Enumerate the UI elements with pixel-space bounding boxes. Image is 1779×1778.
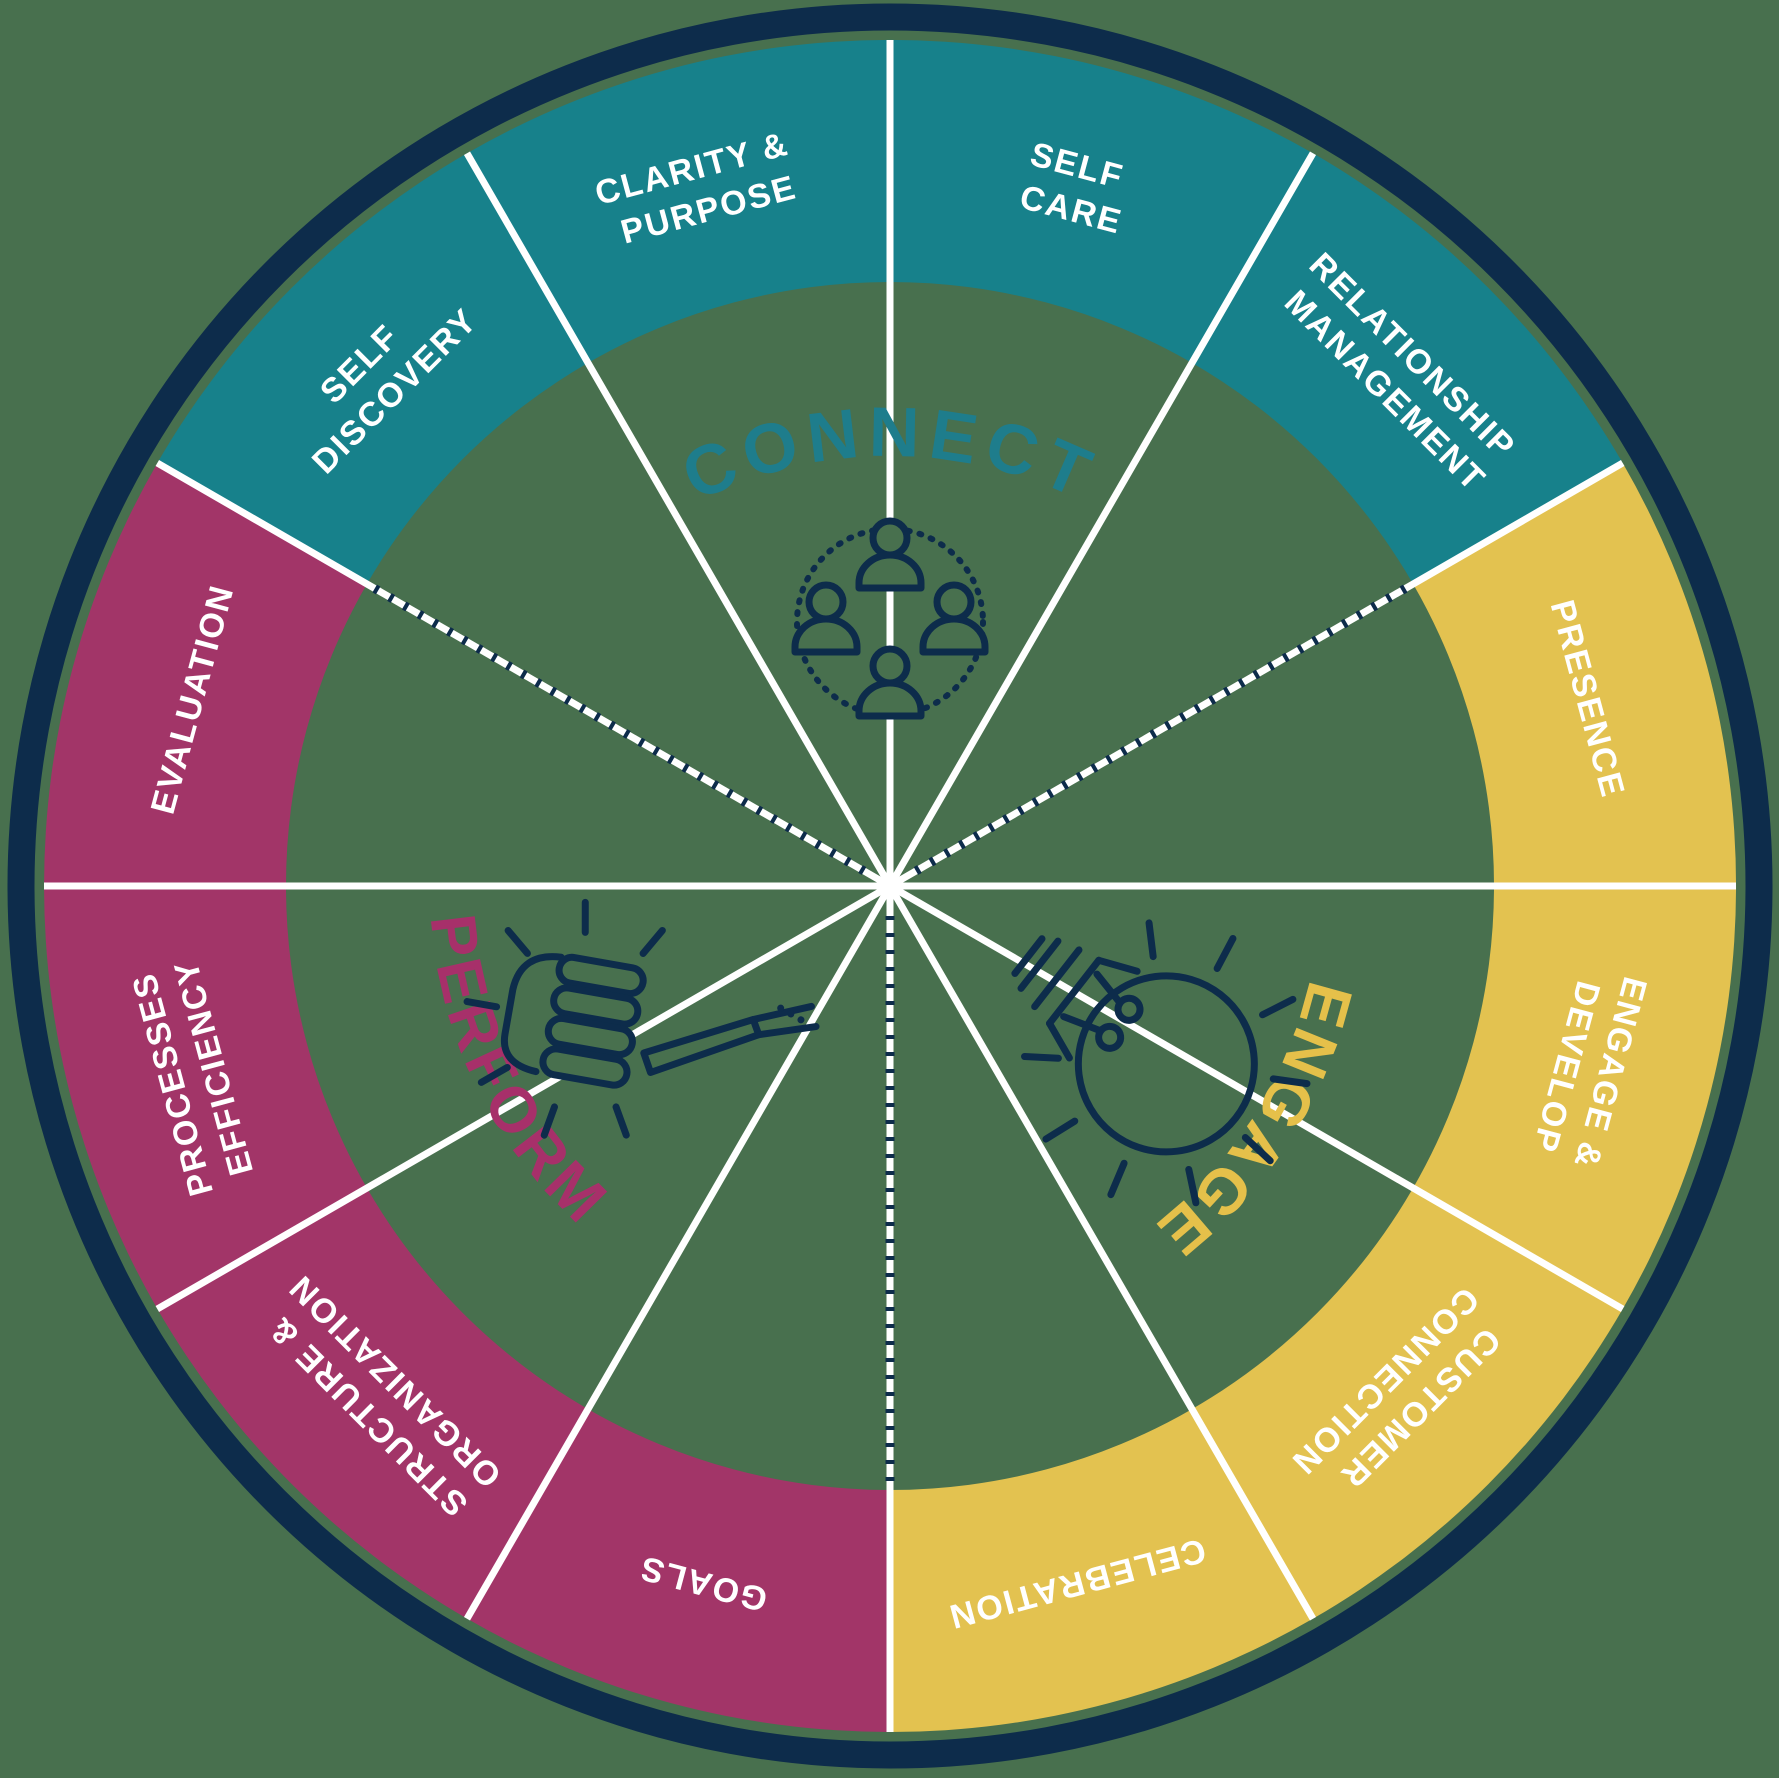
- lightbulb-globe: [1074, 972, 1258, 1156]
- section-perform-arc: [44, 463, 891, 1732]
- divider-line: [463, 151, 894, 888]
- lightbulb-rays: [1021, 919, 1311, 1207]
- divider-line: [155, 882, 892, 1313]
- people-network-icon: [791, 517, 989, 720]
- fist-bump-rays: [463, 898, 666, 1139]
- divider-line: [463, 884, 894, 1621]
- person-glyph: [791, 581, 861, 656]
- section-connect-arc: [157, 39, 1623, 584]
- person-glyph: [919, 581, 989, 656]
- lightbulb-head-icon: [1011, 919, 1311, 1207]
- open-hand: [640, 1002, 820, 1076]
- divider-line: [886, 884, 1317, 1621]
- lightbulb-filament: [1060, 970, 1144, 1052]
- fist: [500, 953, 647, 1089]
- person-glyph: [855, 517, 925, 592]
- divider-line: [886, 151, 1317, 888]
- outer-ring: [7, 3, 1773, 1769]
- section-engage-arc: [890, 463, 1737, 1732]
- divider-line: [888, 882, 1625, 1313]
- fist-bump-icon: [463, 898, 820, 1139]
- person-glyph: [855, 645, 925, 720]
- lightbulb-base: [1011, 935, 1141, 1062]
